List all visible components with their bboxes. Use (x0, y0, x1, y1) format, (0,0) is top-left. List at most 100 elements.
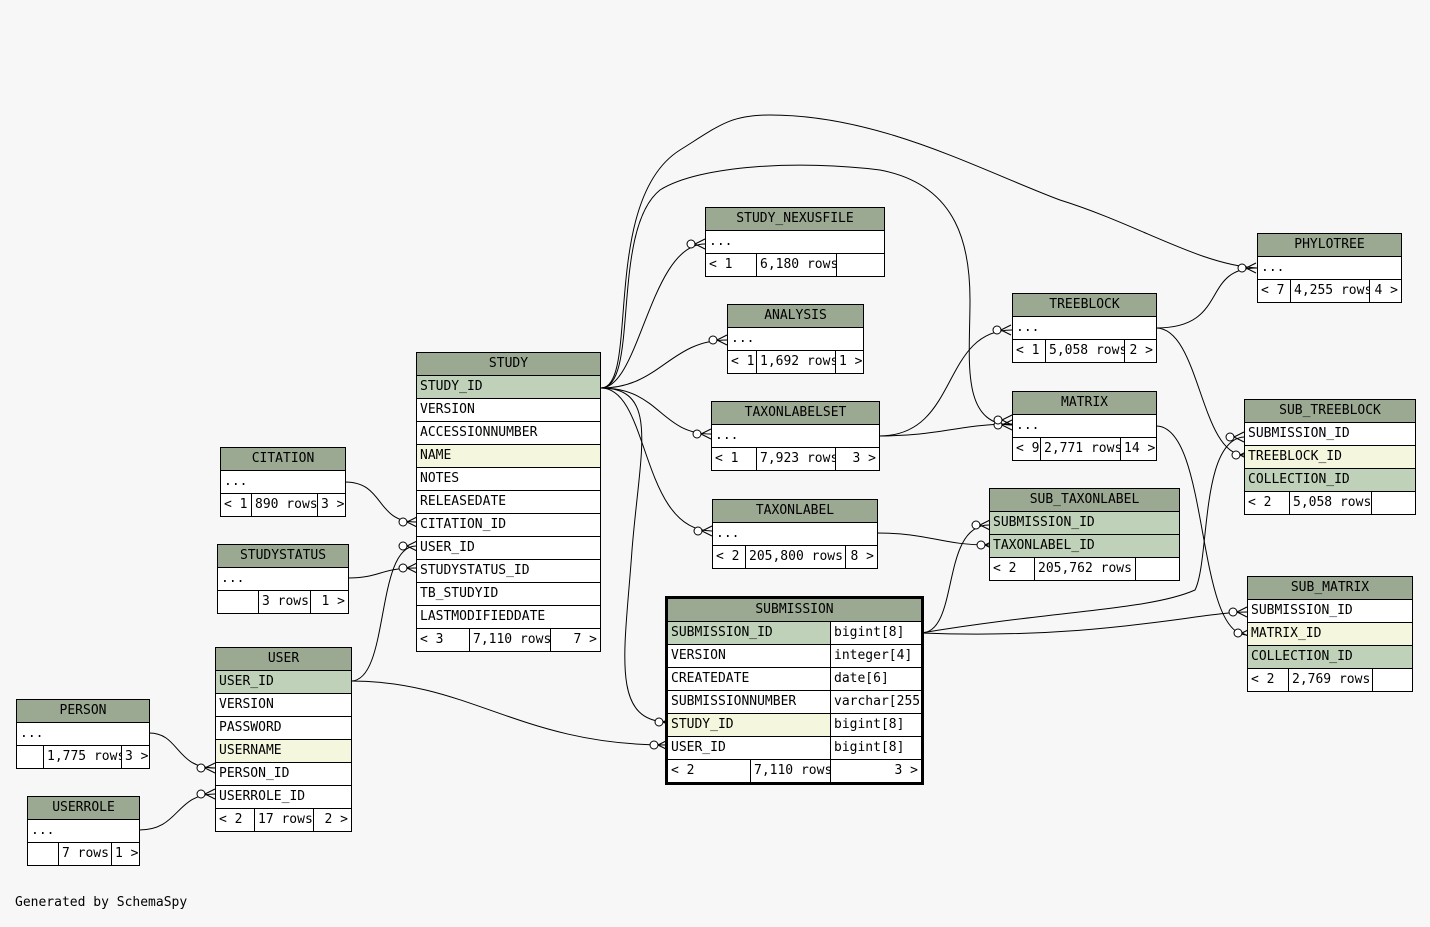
table-header[interactable]: CITATION (221, 448, 345, 471)
crows-foot (700, 428, 712, 440)
children-link[interactable]: 14 > (1120, 438, 1156, 460)
children-link[interactable]: 8 > (845, 546, 877, 568)
row-count: 4,255 rows (1290, 280, 1369, 302)
table-person[interactable]: PERSON ... 1,775 rows 3 > (16, 699, 150, 769)
parents-link[interactable]: < 1 (224, 497, 248, 512)
parents-link[interactable]: < 2 (1248, 495, 1272, 510)
table-user[interactable]: USER USER_ID VERSION PASSWORD USERNAME P… (215, 647, 352, 832)
table-header[interactable]: STUDY_NEXUSFILE (706, 208, 884, 231)
children-link[interactable] (1372, 669, 1412, 691)
column-row: COLLECTION_ID (1248, 646, 1412, 669)
table-footer: 3 rows 1 > (218, 591, 348, 613)
table-study[interactable]: STUDY STUDY_ID VERSION ACCESSIONNUMBER N… (416, 352, 601, 652)
parents-link[interactable]: < 2 (671, 763, 695, 778)
parents-link[interactable]: < 2 (1251, 672, 1275, 687)
table-sub-taxonlabel[interactable]: SUB_TAXONLABEL SUBMISSION_ID TAXONLABEL_… (989, 488, 1180, 581)
row-count: 7,110 rows (750, 760, 830, 782)
column-row: ... (1258, 257, 1401, 280)
table-footer: < 2 7,110 rows 3 > (668, 760, 921, 782)
parents-link[interactable]: < 9 (1016, 441, 1040, 456)
children-link[interactable]: 1 > (111, 843, 139, 865)
children-link[interactable]: 3 > (317, 494, 345, 516)
table-header[interactable]: TAXONLABELSET (712, 402, 879, 425)
parents-link[interactable]: < 7 (1261, 283, 1285, 298)
parents-link[interactable]: < 1 (709, 257, 733, 272)
table-header[interactable]: TAXONLABEL (713, 500, 877, 523)
table-sub-matrix[interactable]: SUB_MATRIX SUBMISSION_ID MATRIX_ID COLLE… (1247, 576, 1413, 692)
crows-foot (701, 525, 713, 537)
edge-study-taxonlabel (600, 387, 713, 532)
children-link[interactable] (1135, 558, 1179, 580)
children-link[interactable]: 4 > (1369, 280, 1401, 302)
column-row: ... (706, 231, 884, 254)
table-studystatus[interactable]: STUDYSTATUS ... 3 rows 1 > (217, 544, 349, 614)
table-header[interactable]: SUBMISSION (668, 599, 921, 622)
crows-foot (204, 788, 216, 800)
table-taxonlabel[interactable]: TAXONLABEL ... < 2 205,800 rows 8 > (712, 499, 878, 569)
parents-link[interactable]: < 1 (715, 451, 739, 466)
table-header[interactable]: TREEBLOCK (1013, 294, 1156, 317)
crows-foot (1233, 431, 1245, 443)
children-link[interactable]: 1 > (310, 591, 348, 613)
table-header[interactable]: PERSON (17, 700, 149, 723)
children-link[interactable]: 7 > (550, 629, 600, 651)
table-userrole[interactable]: USERROLE ... 7 rows 1 > (27, 796, 140, 866)
table-header[interactable]: USERROLE (28, 797, 139, 820)
children-link[interactable]: 3 > (835, 448, 879, 470)
column-row: SUBMISSION_ID (1245, 423, 1415, 446)
children-link[interactable]: 2 > (1124, 340, 1156, 362)
table-header[interactable]: SUB_TAXONLABEL (990, 489, 1179, 512)
table-header[interactable]: SUB_TREEBLOCK (1245, 400, 1415, 423)
children-link[interactable]: 1 > (835, 351, 863, 373)
relationship-endpoint (398, 563, 408, 573)
relationship-endpoint (196, 789, 206, 799)
parents-link[interactable]: < 2 (219, 812, 243, 827)
parents-link[interactable] (218, 591, 258, 613)
table-treeblock[interactable]: TREEBLOCK ... < 1 5,058 rows 2 > (1012, 293, 1157, 363)
table-matrix[interactable]: MATRIX ... < 9 2,771 rows 14 > (1012, 391, 1157, 461)
table-footer: < 2 205,800 rows 8 > (713, 546, 877, 568)
table-sub-treeblock[interactable]: SUB_TREEBLOCK SUBMISSION_ID TREEBLOCK_ID… (1244, 399, 1416, 515)
edge-submission-subtaxonlabel (920, 524, 990, 634)
table-citation[interactable]: CITATION ... < 1 890 rows 3 > (220, 447, 346, 517)
table-header[interactable]: USER (216, 648, 351, 671)
edge-matrix-submatrix (1155, 425, 1248, 636)
parents-link[interactable]: < 3 (420, 632, 444, 647)
table-footer: < 2 17 rows 2 > (216, 809, 351, 831)
parents-link[interactable] (17, 746, 43, 768)
edge-submission-submatrix (920, 611, 1248, 635)
parents-link[interactable]: < 1 (731, 354, 755, 369)
table-header[interactable]: STUDY (417, 353, 600, 376)
row-count: 7,110 rows (469, 629, 550, 651)
parents-link[interactable]: < 2 (993, 561, 1017, 576)
row-count: 1,692 rows (756, 351, 835, 373)
children-link[interactable]: 3 > (830, 760, 921, 782)
table-study-nexusfile[interactable]: STUDY_NEXUSFILE ... < 1 6,180 rows (705, 207, 885, 277)
row-count: 7 rows (58, 843, 111, 865)
table-taxonlabelset[interactable]: TAXONLABELSET ... < 1 7,923 rows 3 > (711, 401, 880, 471)
column-row: ... (17, 723, 149, 746)
table-header[interactable]: STUDYSTATUS (218, 545, 348, 568)
children-link[interactable]: 2 > (313, 809, 351, 831)
table-header[interactable]: MATRIX (1013, 392, 1156, 415)
children-link[interactable] (836, 254, 884, 276)
table-header[interactable]: PHYLOTREE (1258, 234, 1401, 257)
edge-userrole-user (138, 793, 216, 831)
table-footer: < 3 7,110 rows 7 > (417, 629, 600, 651)
table-header[interactable]: ANALYSIS (728, 305, 863, 328)
table-analysis[interactable]: ANALYSIS ... < 1 1,692 rows 1 > (727, 304, 864, 374)
parents-link[interactable]: < 1 (1016, 343, 1040, 358)
column-row: PASSWORD (216, 717, 351, 740)
children-link[interactable] (1371, 492, 1415, 514)
relationship-endpoint (398, 541, 408, 551)
children-link[interactable]: 3 > (121, 746, 149, 768)
parents-link[interactable] (28, 843, 58, 865)
table-phylotree[interactable]: PHYLOTREE ... < 7 4,255 rows 4 > (1257, 233, 1402, 303)
column-row: MATRIX_ID (1248, 623, 1412, 646)
table-footer: < 7 4,255 rows 4 > (1258, 280, 1401, 302)
parents-link[interactable]: < 2 (716, 549, 740, 564)
table-header[interactable]: SUB_MATRIX (1248, 577, 1412, 600)
